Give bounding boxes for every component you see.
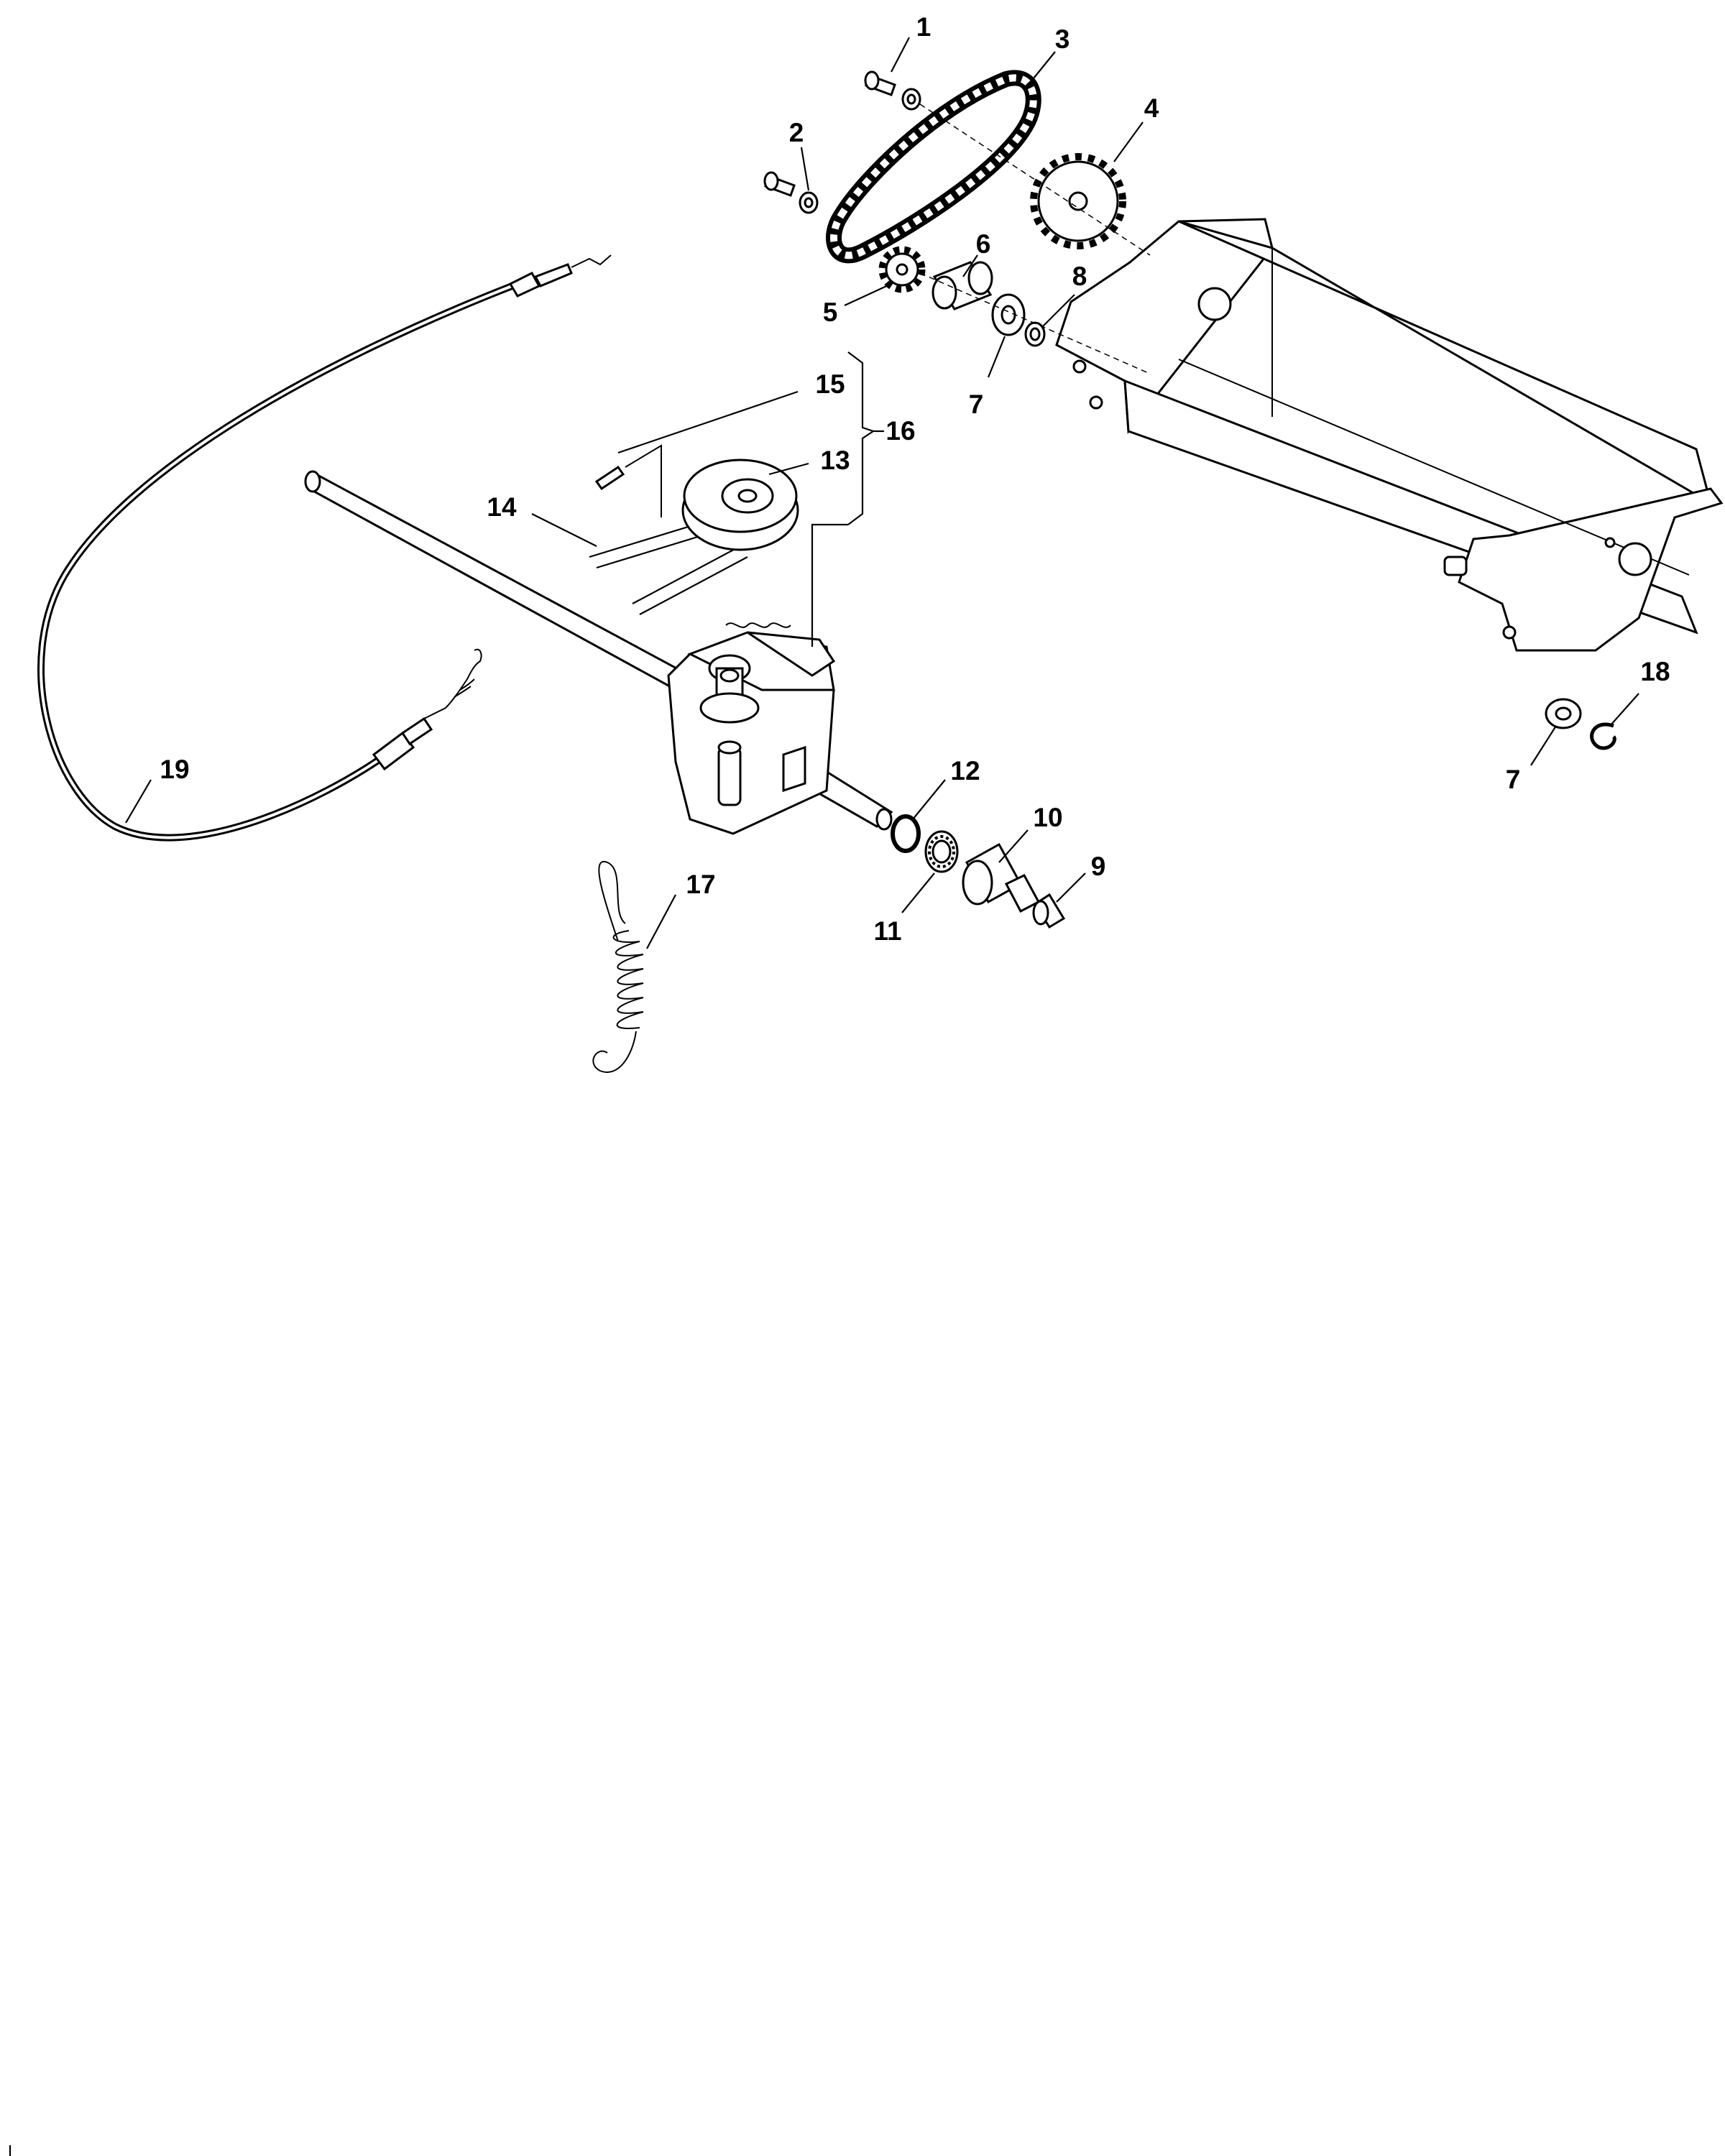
- leader-17: [646, 894, 676, 949]
- part-7-washer-lower: [1545, 698, 1582, 729]
- leader-13: [768, 462, 809, 476]
- callout-12: 12: [950, 756, 980, 786]
- callout-9: 9: [1091, 852, 1106, 881]
- part-15-pin: [594, 465, 625, 491]
- leader-7a: [987, 336, 1006, 378]
- callout-5: 5: [823, 298, 838, 327]
- leader-7b: [1530, 725, 1557, 766]
- part-8-washer: [1024, 321, 1046, 347]
- callout-13: 13: [820, 446, 850, 475]
- rear-frame-bracket: [1055, 218, 1724, 652]
- leader-6: [962, 254, 978, 277]
- leader-11: [901, 872, 935, 913]
- part-4-large-sprocket: [1030, 153, 1126, 249]
- part-11-bearing: [924, 830, 959, 873]
- part-6-bushing: [932, 261, 993, 310]
- callout-15: 15: [815, 369, 845, 399]
- leader-9: [1056, 872, 1086, 903]
- leader-3: [1024, 51, 1056, 91]
- callout-1: 1: [916, 12, 932, 42]
- part-7-washer-upper: [991, 293, 1026, 336]
- leader-12: [912, 779, 946, 820]
- callout-7a: 7: [969, 390, 984, 419]
- part-1-screw: [864, 70, 921, 111]
- callout-11: 11: [873, 916, 901, 946]
- leader-14: [531, 513, 597, 547]
- leader-15: [617, 390, 799, 454]
- leader-2: [800, 147, 810, 191]
- callout-6: 6: [976, 229, 991, 259]
- callout-17: 17: [686, 870, 715, 899]
- leader-10: [998, 829, 1029, 863]
- leader-4: [1113, 121, 1144, 162]
- leader-1: [891, 37, 910, 73]
- callout-10: 10: [1033, 803, 1062, 832]
- part-18-circlip: [1590, 722, 1616, 750]
- part-17-spring: [592, 860, 644, 1073]
- callout-18: 18: [1640, 657, 1670, 686]
- part-5-small-sprocket: [878, 246, 926, 293]
- callout-8: 8: [1072, 262, 1087, 291]
- part-10-pinion: [962, 842, 1041, 913]
- part-9-bushing: [1032, 893, 1066, 929]
- callout-3: 3: [1055, 24, 1070, 54]
- leader-8: [1041, 294, 1075, 328]
- callout-16: 16: [886, 416, 915, 446]
- part-13-pulley: [681, 459, 799, 551]
- leader-19: [125, 779, 152, 824]
- leader-5: [844, 283, 892, 306]
- callout-14: 14: [487, 492, 517, 522]
- callout-7b: 7: [1506, 765, 1521, 794]
- callout-19: 19: [160, 755, 189, 784]
- part-16-gearbox: [667, 622, 836, 835]
- leader-18: [1609, 693, 1639, 727]
- callout-2: 2: [789, 118, 804, 147]
- part-2-screw: [763, 171, 819, 214]
- part-3-chain: [826, 70, 1041, 264]
- callout-4: 4: [1144, 93, 1159, 123]
- part-12-circlip: [891, 814, 921, 853]
- part-19-cable: [37, 254, 612, 842]
